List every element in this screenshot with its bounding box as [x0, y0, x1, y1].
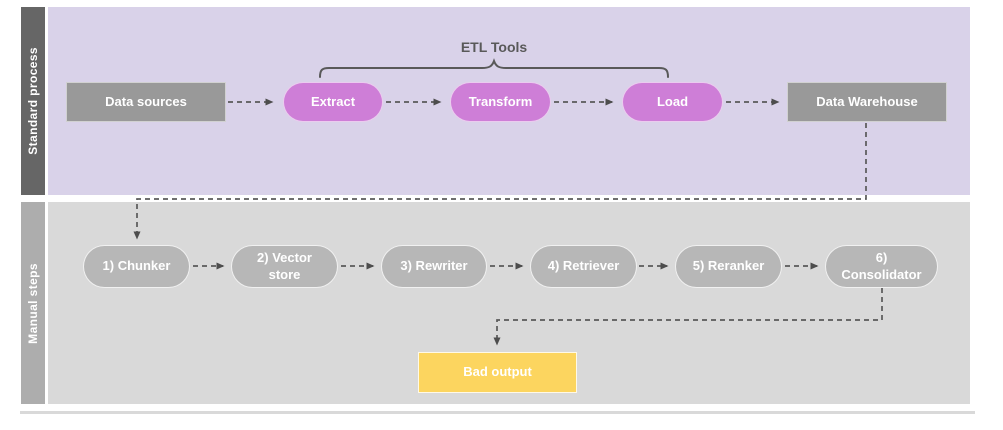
node-vector-store: 2) Vector store — [231, 245, 338, 288]
node-transform: Transform — [450, 82, 551, 122]
etl-tools-label: ETL Tools — [460, 39, 528, 55]
node-extract: Extract — [283, 82, 383, 122]
lane-header-manual-steps: Manual steps — [21, 202, 45, 404]
node-consolidator: 6) Consolidator — [825, 245, 938, 288]
node-bad-output: Bad output — [418, 352, 577, 393]
node-chunker: 1) Chunker — [83, 245, 190, 288]
node-reranker: 5) Reranker — [675, 245, 782, 288]
node-retriever: 4) Retriever — [530, 245, 637, 288]
node-data-sources: Data sources — [66, 82, 226, 122]
node-data-warehouse: Data Warehouse — [787, 82, 947, 122]
bottom-separator-line — [20, 411, 975, 414]
lane-label-standard-process: Standard process — [26, 47, 40, 155]
node-load: Load — [622, 82, 723, 122]
lane-label-manual-steps: Manual steps — [26, 262, 40, 344]
node-rewriter: 3) Rewriter — [381, 245, 487, 288]
lane-header-standard-process: Standard process — [21, 7, 45, 195]
